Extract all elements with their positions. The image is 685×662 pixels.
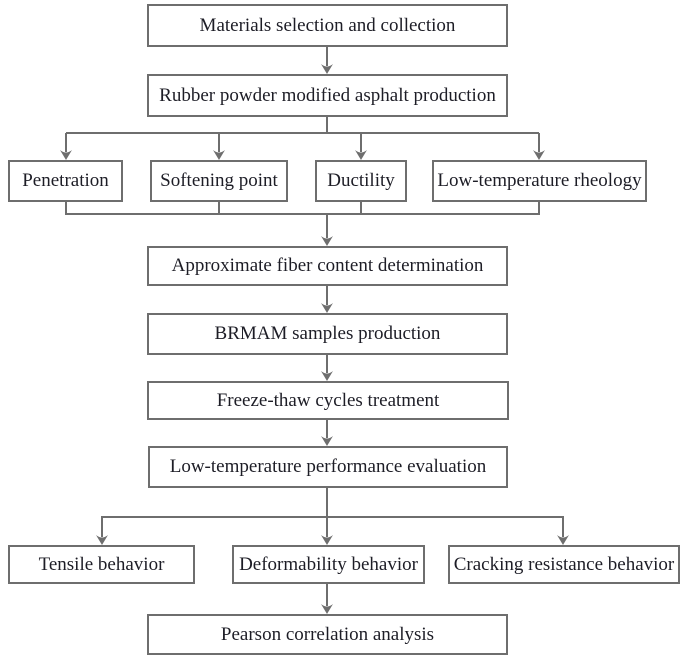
arrow-down-icon: [321, 303, 333, 313]
edge-evaluation-branch-to-behaviors: [96, 488, 569, 545]
arrow-down-icon: [96, 535, 108, 545]
arrow-down-icon: [60, 150, 72, 160]
node-pearson-correlation-analysis: Pearson correlation analysis: [147, 614, 508, 655]
node-softening-point: Softening point: [150, 160, 288, 202]
edge-deformability-to-pearson: [321, 584, 333, 614]
edge-brmam-to-freeze: [321, 355, 333, 381]
arrow-down-icon: [321, 236, 333, 246]
arrow-down-icon: [213, 150, 225, 160]
arrow-down-icon: [321, 604, 333, 614]
edge-line: [65, 202, 540, 238]
node-rubber-powder-production: Rubber powder modified asphalt productio…: [147, 74, 508, 117]
node-low-temperature-evaluation: Low-temperature performance evaluation: [148, 446, 508, 488]
arrow-down-icon: [355, 150, 367, 160]
node-materials-selection: Materials selection and collection: [147, 4, 508, 47]
node-brmam-samples-production: BRMAM samples production: [147, 313, 508, 355]
edge-fiber-to-brmam: [321, 285, 333, 313]
node-fiber-content-determination: Approximate fiber content determination: [147, 246, 508, 286]
node-penetration: Penetration: [8, 160, 123, 202]
node-freeze-thaw-treatment: Freeze-thaw cycles treatment: [147, 381, 509, 420]
node-cracking-resistance-behavior: Cracking resistance behavior: [448, 545, 680, 584]
edge-rubber-branch-to-tests: [60, 117, 545, 160]
edge-tests-merge-to-fiber: [65, 202, 540, 246]
edge-line: [65, 117, 540, 152]
edge-line: [101, 488, 564, 537]
edge-freeze-to-evaluation: [321, 420, 333, 446]
arrow-down-icon: [321, 371, 333, 381]
node-ductility: Ductility: [315, 160, 407, 202]
node-tensile-behavior: Tensile behavior: [8, 545, 195, 584]
arrow-down-icon: [321, 64, 333, 74]
node-low-temperature-rheology: Low-temperature rheology: [432, 160, 647, 202]
arrow-down-icon: [557, 535, 569, 545]
edge-materials-to-rubber: [321, 47, 333, 74]
arrow-down-icon: [321, 535, 333, 545]
node-deformability-behavior: Deformability behavior: [232, 545, 425, 584]
arrow-down-icon: [321, 436, 333, 446]
arrow-down-icon: [533, 150, 545, 160]
